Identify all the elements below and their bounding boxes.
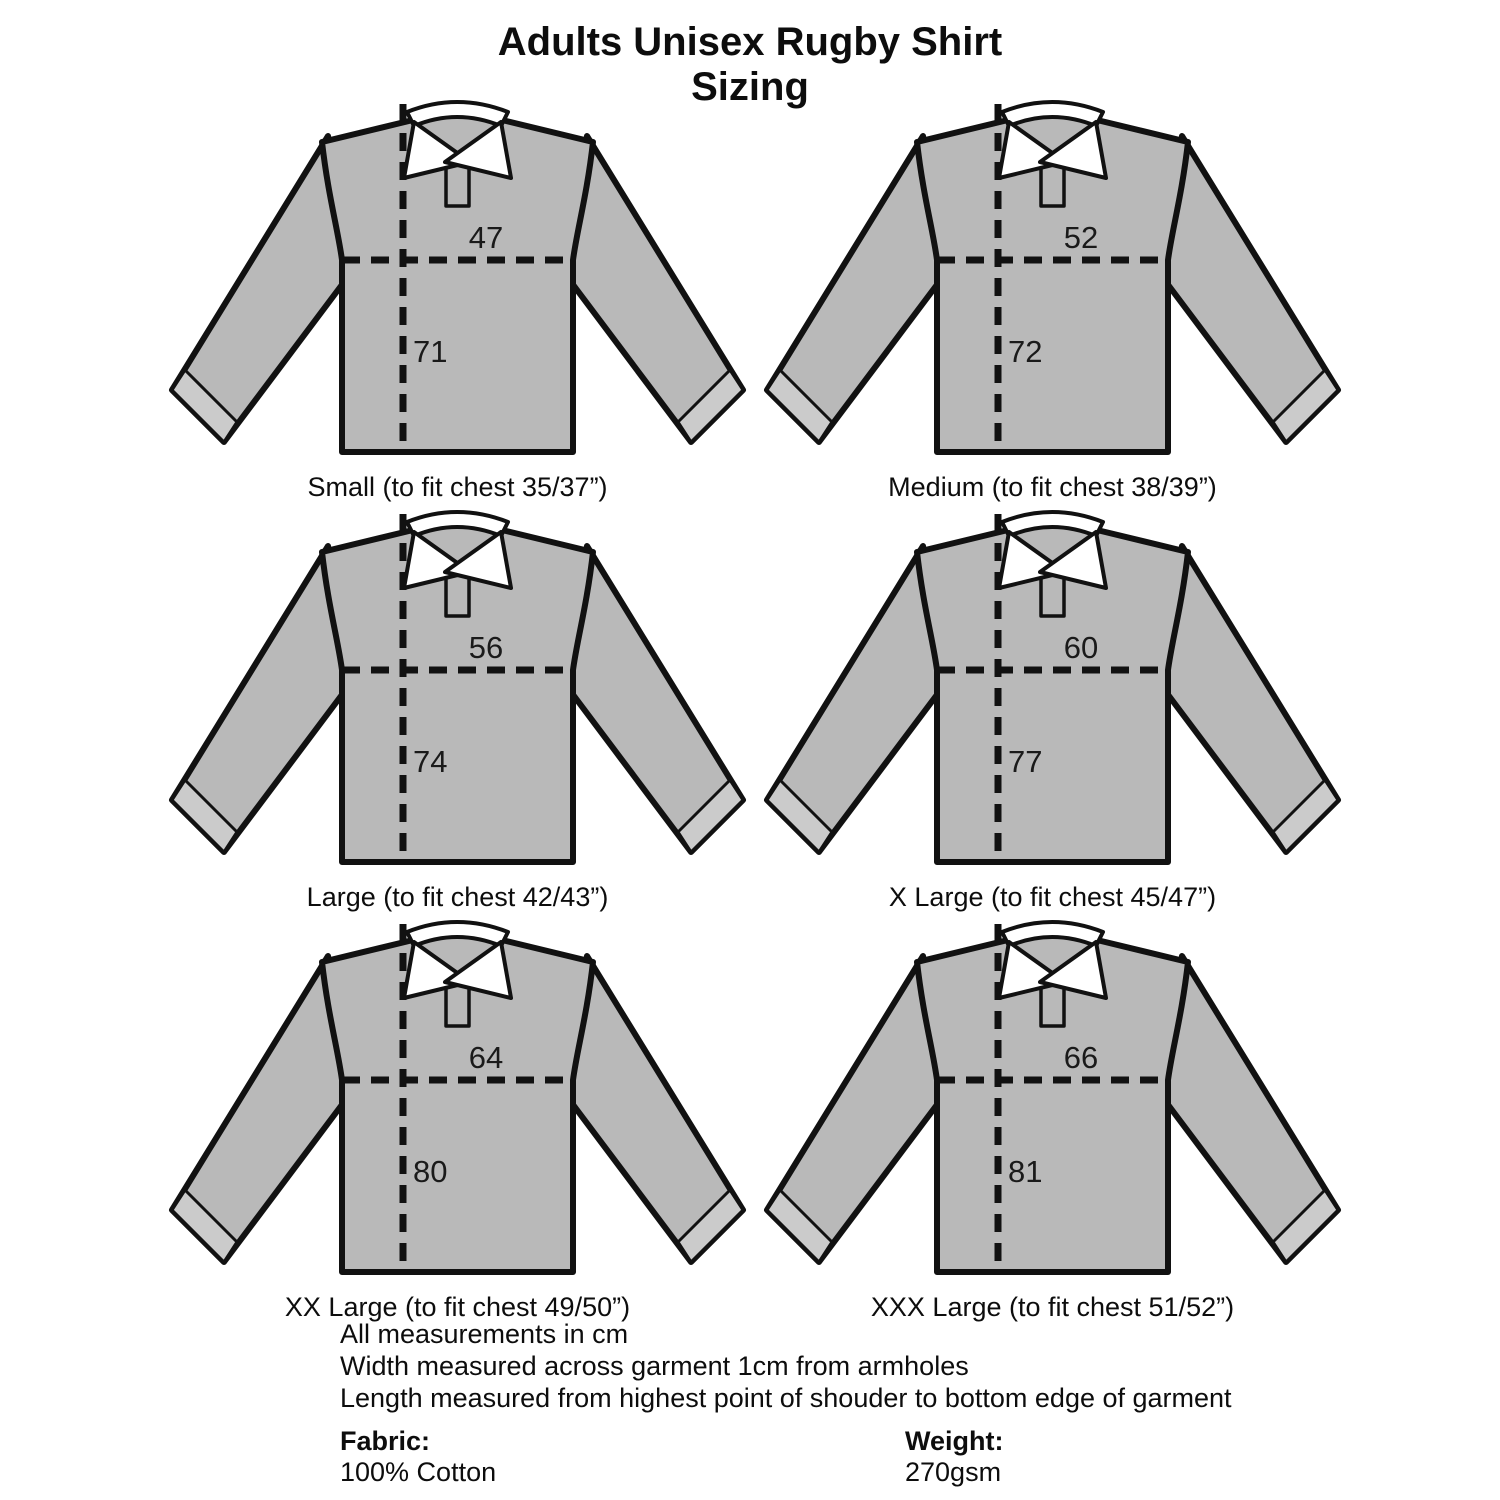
size-label-small: Small (to fit chest 35/37”) (307, 472, 608, 502)
fabric-label: Fabric: (340, 1426, 431, 1456)
length-value: 77 (1008, 744, 1042, 779)
rugby-shirt-outline (767, 512, 1338, 862)
rugby-shirt-outline (172, 102, 743, 452)
page-title-line1: Adults Unisex Rugby Shirt (497, 20, 1003, 64)
weight-value: 270gsm (905, 1457, 1002, 1487)
length-value: 72 (1008, 334, 1042, 369)
page-title-line2: Sizing (691, 65, 809, 109)
size-label-x-large: X Large (to fit chest 45/47”) (888, 882, 1217, 912)
page-title: Adults Unisex Rugby Shirt Sizing (0, 20, 1500, 110)
length-value: 80 (413, 1154, 447, 1189)
note-width-method: Width measured across garment 1cm from a… (340, 1351, 969, 1381)
rugby-shirt-graphic-medium: 52 72 (745, 90, 1360, 470)
width-value: 47 (469, 220, 503, 255)
weight-spec: Weight: 270gsm (905, 1426, 1003, 1488)
size-diagram-medium: 52 72 Medium (to fit chest 38/39”) (745, 90, 1360, 502)
rugby-shirt-graphic-x-large: 60 77 (745, 500, 1360, 880)
size-diagram-xxx-large: 66 81 XXX Large (to fit chest 51/52”) (745, 910, 1360, 1322)
width-value: 64 (469, 1040, 503, 1075)
size-label-medium: Medium (to fit chest 38/39”) (888, 472, 1217, 502)
width-value: 52 (1064, 220, 1098, 255)
width-value: 60 (1064, 630, 1098, 665)
length-value: 81 (1008, 1154, 1042, 1189)
width-value: 56 (469, 630, 503, 665)
length-value: 71 (413, 334, 447, 369)
fabric-value: 100% Cotton (340, 1457, 497, 1487)
size-label-large: Large (to fit chest 42/43”) (306, 882, 609, 912)
size-diagram-x-large: 60 77 X Large (to fit chest 45/47”) (745, 500, 1360, 912)
rugby-shirt-graphic-xx-large: 64 80 (150, 910, 765, 1290)
measurement-notes: All measurements in cm Width measured ac… (340, 1318, 1232, 1414)
size-diagram-xx-large: 64 80 XX Large (to fit chest 49/50”) (150, 910, 765, 1322)
width-value: 66 (1064, 1040, 1098, 1075)
rugby-shirt-graphic-small: 47 71 (150, 90, 765, 470)
fabric-spec: Fabric: 100% Cotton (340, 1426, 496, 1488)
rugby-shirt-outline (767, 922, 1338, 1272)
rugby-shirt-graphic-xxx-large: 66 81 (745, 910, 1360, 1290)
size-diagram-large: 56 74 Large (to fit chest 42/43”) (150, 500, 765, 912)
note-length-method: Length measured from highest point of sh… (340, 1383, 1232, 1413)
rugby-shirt-outline (172, 922, 743, 1272)
weight-label: Weight: (905, 1426, 1004, 1456)
size-label-xx-large: XX Large (to fit chest 49/50”) (284, 1292, 631, 1322)
note-units: All measurements in cm (340, 1319, 629, 1349)
length-value: 74 (413, 744, 447, 779)
size-diagram-small: 47 71 Small (to fit chest 35/37”) (150, 90, 765, 502)
size-label-xxx-large: XXX Large (to fit chest 51/52”) (870, 1292, 1235, 1322)
rugby-shirt-outline (172, 512, 743, 862)
rugby-shirt-graphic-large: 56 74 (150, 500, 765, 880)
rugby-shirt-outline (767, 102, 1338, 452)
